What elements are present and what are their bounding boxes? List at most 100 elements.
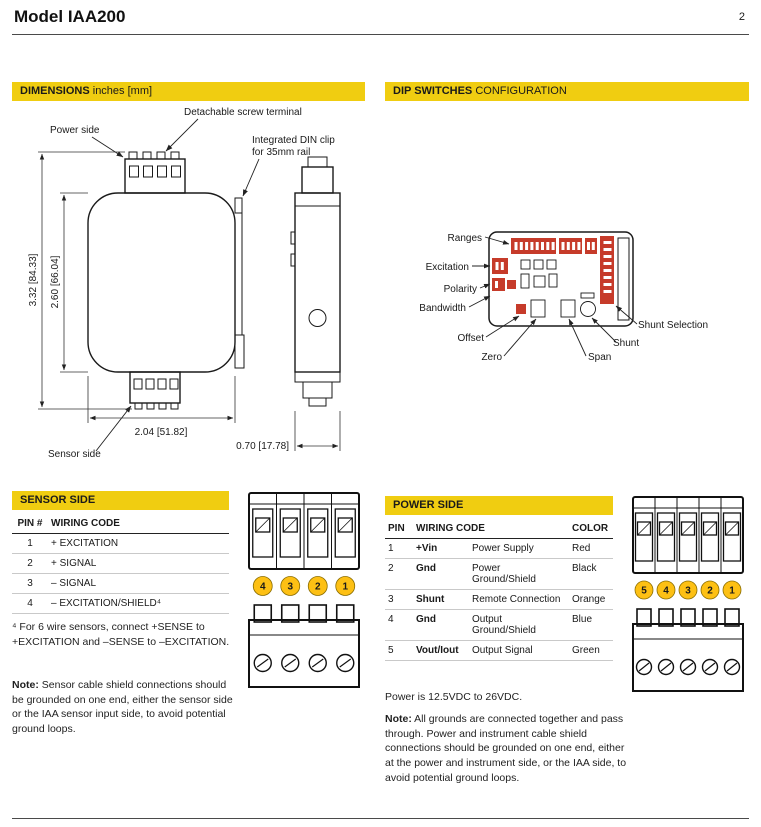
shunt-label: Shunt: [613, 338, 639, 349]
shunt-selection-label: Shunt Selection: [638, 320, 708, 331]
sensor-side-section-header: SENSOR SIDE: [12, 491, 229, 510]
cell-desc: Output Signal: [469, 640, 569, 661]
sensor-footnote: ⁴ For 6 wire sensors, connect +SENSE to …: [12, 621, 230, 648]
note-text: Sensor cable shield connections should b…: [12, 679, 233, 736]
pin-number-badges: 4 3 2 1: [252, 576, 356, 596]
sensor-note: Note: Sensor cable shield connections sh…: [12, 678, 240, 737]
ranges-label: Ranges: [448, 233, 482, 244]
plug-prongs: [253, 604, 355, 623]
dimensions-header-bold: DIMENSIONS: [20, 85, 90, 97]
table-row: 1+ EXCITATION: [12, 533, 229, 554]
cell-name: Gnd: [413, 609, 469, 641]
terminal-block-details: [249, 493, 359, 569]
cell-color: Orange: [569, 589, 613, 610]
cell-pin: 4: [385, 609, 413, 641]
pin-badge: 4: [663, 586, 669, 597]
col-color: COLOR: [569, 519, 613, 539]
page-number: 2: [738, 11, 745, 23]
cell-desc: Power Ground/Shield: [469, 558, 569, 590]
col-pin: PIN #: [12, 514, 48, 534]
cell-name: +Vin: [413, 538, 469, 559]
table-row: 4– EXCITATION/SHIELD⁴: [12, 593, 229, 614]
pin-badge: 1: [342, 582, 348, 593]
table-row: 2+ SIGNAL: [12, 553, 229, 574]
power-side-header-text: POWER SIDE: [393, 499, 464, 511]
pcb-outline: [488, 231, 634, 327]
screw-slots: [637, 521, 739, 536]
table-header-row: PIN WIRING CODE COLOR: [385, 519, 613, 539]
power-side-label: Power side: [50, 125, 100, 136]
screw-terminal-label: Detachable screw terminal: [184, 107, 302, 118]
device-side-view: [294, 166, 341, 373]
leader-lines: [91, 118, 260, 452]
note-text: All grounds are connected together and p…: [385, 713, 627, 784]
din-clip-label-1: Integrated DIN clip: [252, 135, 335, 146]
cell-pin: 3: [12, 573, 48, 594]
dip-section-header: DIP SWITCHES CONFIGURATION: [385, 82, 749, 101]
front-view-details: [128, 151, 245, 410]
dimensions-figure: Power side Detachable screw terminal Int…: [28, 107, 341, 460]
pin-badge: 1: [729, 586, 735, 597]
power-note: Note: All grounds are connected together…: [385, 712, 627, 785]
dip-header-rest: CONFIGURATION: [472, 85, 567, 97]
table-row: 3– SIGNAL: [12, 573, 229, 594]
cell-color: Red: [569, 538, 613, 559]
cell-color: Black: [569, 558, 613, 590]
polarity-label: Polarity: [444, 284, 477, 295]
cell-pin: 4: [12, 593, 48, 614]
cell-pin: 5: [385, 640, 413, 661]
table-header-row: PIN # WIRING CODE: [12, 514, 229, 534]
cell-pin: 2: [12, 553, 48, 574]
device-front-view: [87, 158, 236, 404]
page-title: Model IAA200: [14, 7, 126, 26]
power-side-section-header: POWER SIDE: [385, 496, 613, 515]
plug-details: [249, 634, 359, 673]
pin-badge: 5: [641, 586, 647, 597]
cell-desc: Output Ground/Shield: [469, 609, 569, 641]
note-label: Note:: [12, 679, 39, 691]
bandwidth-label: Bandwidth: [419, 303, 466, 314]
dip-leader-lines: [468, 236, 638, 357]
zero-label: Zero: [481, 352, 502, 363]
cell-color: Blue: [569, 609, 613, 641]
bottom-divider: [12, 818, 749, 819]
cell-code: – SIGNAL: [48, 573, 229, 594]
sensor-side-label: Sensor side: [48, 449, 101, 460]
pin-number-badges: 5 4 3 2 1: [634, 580, 742, 600]
terminal-block-details: [633, 497, 743, 573]
dim-height-inner: 2.60 [66.04]: [50, 255, 61, 308]
pin-badge: 2: [707, 586, 713, 597]
dimension-lines: [38, 151, 341, 451]
cell-pin: 3: [385, 589, 413, 610]
dip-header-bold: DIP SWITCHES: [393, 85, 473, 97]
cell-pin: 2: [385, 558, 413, 590]
excitation-label: Excitation: [426, 262, 469, 273]
cell-desc: Remote Connection: [469, 589, 569, 610]
sensor-wiring-table: PIN # WIRING CODE 1+ EXCITATION 2+ SIGNA…: [12, 514, 229, 614]
dim-height-outer: 3.32 [84.33]: [28, 253, 39, 306]
offset-label: Offset: [458, 333, 485, 344]
cell-code: – EXCITATION/SHIELD⁴: [48, 593, 229, 614]
pcb-relay: [617, 237, 630, 321]
span-label: Span: [588, 352, 611, 363]
power-connector-figure: 5 4 3 2 1: [632, 496, 744, 692]
pin-badge: 2: [315, 582, 321, 593]
plug-body: [632, 623, 744, 692]
terminal-openings: [634, 512, 742, 562]
cell-code: + SIGNAL: [48, 553, 229, 574]
dip-switch-levers: [495, 241, 612, 293]
screw-slots: [255, 517, 353, 533]
cell-pin: 1: [385, 538, 413, 559]
sensor-side-header-text: SENSOR SIDE: [20, 494, 96, 506]
cell-desc: Power Supply: [469, 538, 569, 559]
terminal-openings: [252, 508, 356, 558]
cell-color: Green: [569, 640, 613, 661]
terminal-block-outline: [632, 496, 744, 574]
note-label: Note:: [385, 713, 412, 725]
